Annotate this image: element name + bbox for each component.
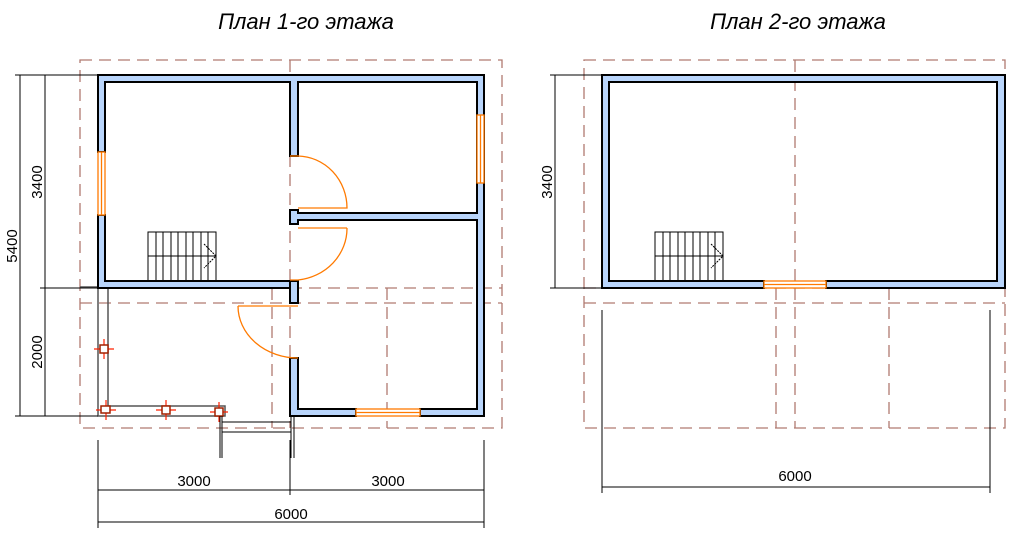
window <box>97 151 106 216</box>
dim-plan2-bottom-total: 6000 <box>778 468 811 485</box>
plan-2-grid-lines <box>583 59 1006 429</box>
porch-steps <box>219 416 295 458</box>
terrace-railing <box>80 286 290 422</box>
dim-plan1-bottom-left: 3000 <box>177 473 210 490</box>
plan-1-dimensions: 3400 2000 5400 3000 3000 6000 <box>4 74 485 528</box>
staircase <box>147 231 217 282</box>
dim-plan1-bottom-total: 6000 <box>274 506 307 523</box>
dim-plan1-bottom-right: 3000 <box>371 473 404 490</box>
plan-2: 3400 6000 <box>539 59 1006 493</box>
door <box>290 227 348 281</box>
staircase <box>654 231 724 282</box>
plan-1: 3400 2000 5400 3000 3000 6000 <box>4 59 503 528</box>
terrace-post <box>94 339 114 359</box>
window <box>763 280 827 289</box>
plan-2-title: План 2-го этажа <box>710 9 886 34</box>
window <box>476 114 485 184</box>
dim-plan1-left-lower: 2000 <box>29 335 46 368</box>
dim-plan2-left-upper: 3400 <box>539 165 556 198</box>
terrace-post <box>210 402 228 422</box>
door <box>290 155 348 209</box>
plan-2-dimensions: 3400 6000 <box>539 74 991 493</box>
window <box>355 408 421 417</box>
plan-1-title: План 1-го этажа <box>218 9 394 34</box>
dim-plan1-left-upper: 3400 <box>29 165 46 198</box>
terrace-post <box>156 400 176 420</box>
door <box>237 305 299 359</box>
terrace-post <box>96 400 116 420</box>
dim-plan1-left-total: 5400 <box>4 229 21 262</box>
